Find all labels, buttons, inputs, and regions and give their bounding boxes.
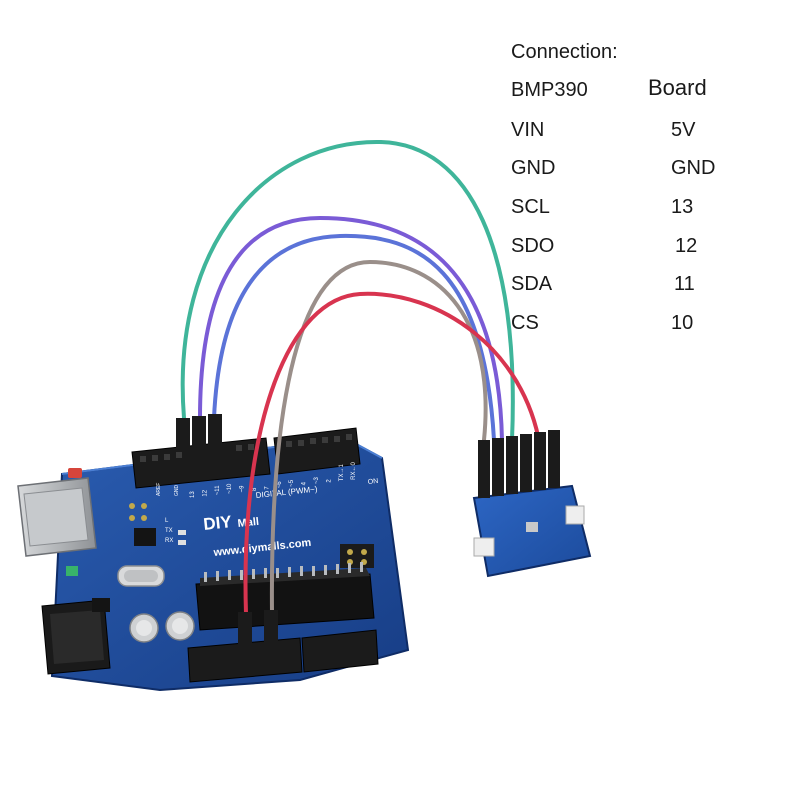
reset-button bbox=[68, 468, 82, 478]
arduino-board: DIY Mall www.diymalls.com DIGITAL (PWM~)… bbox=[17, 427, 410, 692]
header-sensor: BMP390 bbox=[511, 79, 588, 101]
crystal-oscillator bbox=[117, 565, 165, 587]
analog-header bbox=[301, 629, 379, 673]
icsp-header bbox=[340, 544, 374, 568]
usb-connector bbox=[17, 477, 97, 557]
led bbox=[178, 530, 186, 535]
jst-connector bbox=[565, 505, 585, 525]
connection-title: Connection: bbox=[511, 41, 618, 63]
green-led bbox=[66, 566, 78, 576]
row-board-pin: GND bbox=[671, 157, 716, 179]
pin-labels: 13 12 ~11 ~10 ~9 8 7 ~6 ~5 4 ~3 2 TX→1 RX←0 bbox=[190, 461, 357, 498]
pin-label: ~3 bbox=[314, 476, 320, 484]
power-jack bbox=[41, 599, 111, 675]
pin-label: 2 bbox=[326, 479, 332, 483]
row-sensor-pin: GND bbox=[511, 157, 556, 179]
row-board-pin: 5V bbox=[671, 119, 696, 141]
pin-label: TX→1 bbox=[339, 464, 345, 482]
row-board-pin: 13 bbox=[671, 196, 694, 218]
row-sensor-pin: SDO bbox=[511, 235, 555, 257]
chip-pins bbox=[204, 562, 363, 582]
row-sensor-pin: CS bbox=[511, 312, 539, 334]
pin-label: ~6 bbox=[277, 481, 283, 489]
capacitor bbox=[129, 613, 159, 643]
sensor-chip bbox=[526, 522, 538, 532]
pin-label: 4 bbox=[302, 481, 308, 485]
pin-label: ~10 bbox=[227, 483, 233, 494]
wire-green bbox=[180, 139, 515, 442]
led bbox=[178, 540, 186, 545]
wire-blue bbox=[212, 233, 496, 442]
row-sensor-pin: SCL bbox=[511, 196, 550, 218]
row-board-pin: 12 bbox=[675, 235, 698, 257]
capacitor bbox=[165, 611, 195, 641]
row-board-pin: 10 bbox=[671, 312, 694, 334]
pin-label: 8 bbox=[252, 487, 258, 491]
pin-label: 13 bbox=[190, 491, 196, 498]
on-label: ON bbox=[367, 478, 378, 486]
pin-label: 12 bbox=[202, 489, 208, 496]
icsp-header-left bbox=[129, 503, 147, 521]
wire-grey bbox=[269, 259, 488, 616]
wire-red bbox=[243, 291, 542, 616]
tx-label: TX bbox=[165, 528, 173, 534]
jumper-wires bbox=[180, 139, 542, 616]
pin-label: RX←0 bbox=[351, 461, 357, 479]
header-board: Board bbox=[648, 75, 707, 100]
aref-label: AREF bbox=[156, 483, 162, 496]
rx-label: RX bbox=[165, 538, 173, 544]
dupont-connectors-power bbox=[238, 610, 278, 652]
sensor-label: BMP390 bbox=[554, 564, 570, 592]
header-holes bbox=[140, 434, 352, 462]
row-sensor-pin: SDA bbox=[511, 273, 553, 295]
wire-purple bbox=[198, 215, 504, 442]
pin-label: 7 bbox=[264, 486, 270, 490]
pin-label: ~9 bbox=[240, 485, 246, 493]
pin-label: ~11 bbox=[215, 485, 221, 495]
row-board-pin: 11 bbox=[674, 273, 695, 295]
l-label: L bbox=[165, 518, 169, 524]
row-sensor-pin: VIN bbox=[511, 119, 545, 141]
smd-chip bbox=[134, 528, 156, 546]
jst-connector bbox=[473, 537, 495, 557]
smd-chip bbox=[92, 598, 110, 612]
gnd-label: GND bbox=[174, 485, 180, 497]
pin-label: ~5 bbox=[289, 479, 295, 487]
board-logo: DIY bbox=[202, 512, 233, 534]
dupont-connectors-board bbox=[176, 414, 222, 452]
bmp390-sensor: BMP390 bbox=[472, 430, 592, 592]
